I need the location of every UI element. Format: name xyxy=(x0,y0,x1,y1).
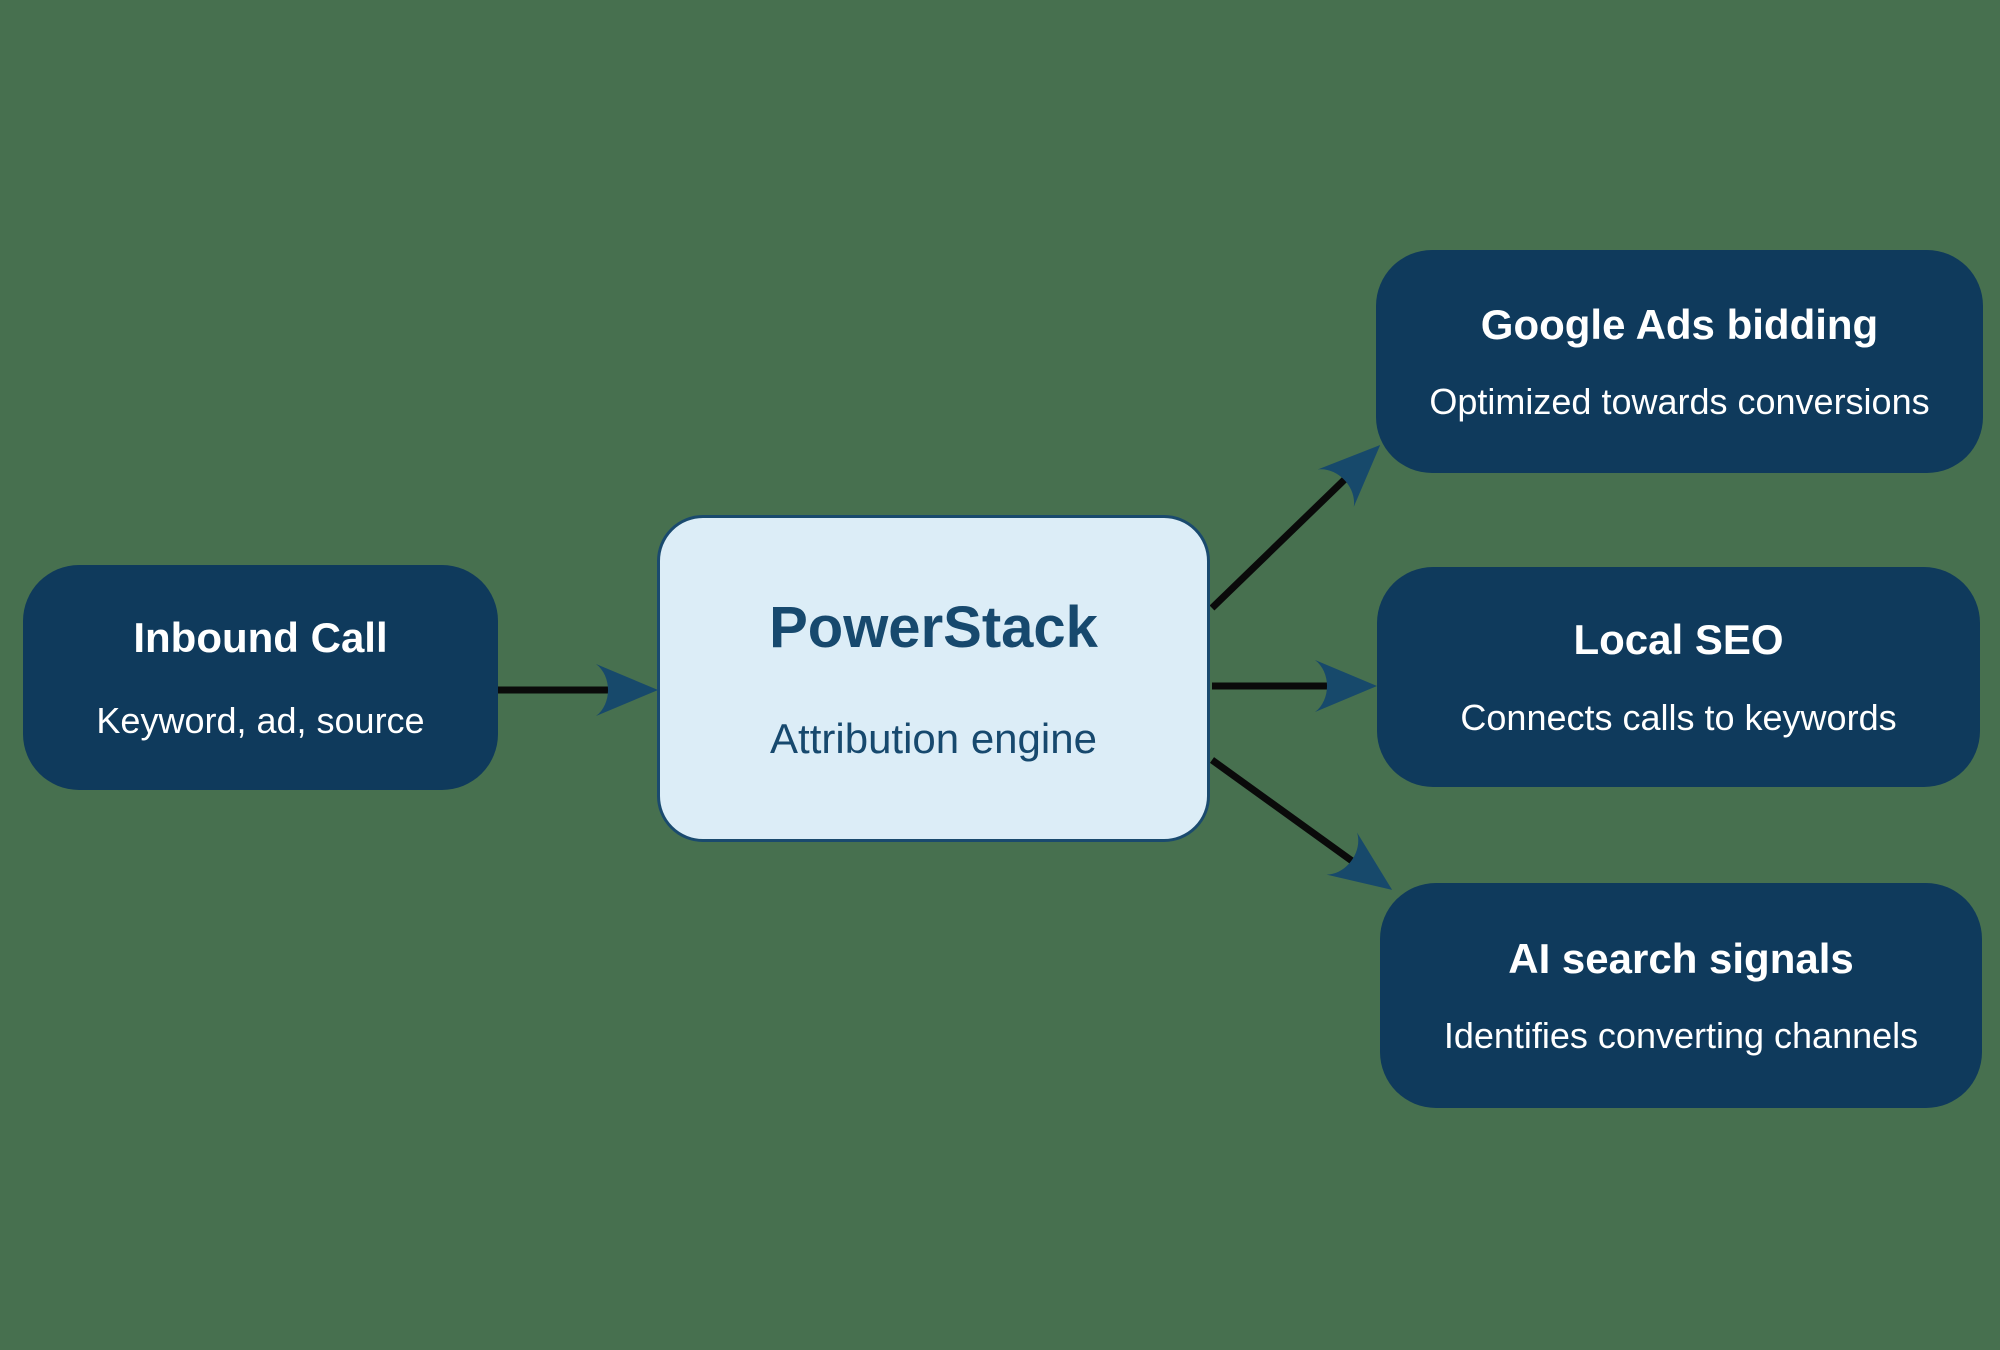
google-ads-subtitle: Optimized towards conversions xyxy=(1429,381,1930,423)
local-seo-title: Local SEO xyxy=(1573,616,1784,664)
node-ai-search-signals: AI search signals Identifies converting … xyxy=(1380,883,1982,1108)
google-ads-title: Google Ads bidding xyxy=(1480,300,1879,348)
ai-search-title: AI search signals xyxy=(1508,934,1854,982)
inbound-call-subtitle: Keyword, ad, source xyxy=(96,700,425,742)
inbound-call-title: Inbound Call xyxy=(133,613,388,661)
node-inbound-call: Inbound Call Keyword, ad, source xyxy=(23,565,498,790)
ai-search-subtitle: Identifies converting channels xyxy=(1443,1015,1919,1057)
node-powerstack: PowerStack Attribution engine xyxy=(657,515,1210,842)
local-seo-subtitle: Connects calls to keywords xyxy=(1460,696,1897,738)
node-local-seo: Local SEO Connects calls to keywords xyxy=(1377,567,1980,787)
powerstack-subtitle: Attribution engine xyxy=(770,715,1097,763)
node-google-ads-bidding: Google Ads bidding Optimized towards con… xyxy=(1376,250,1983,473)
arrow-engine-to-ai-search xyxy=(1209,757,1393,890)
powerstack-title: PowerStack xyxy=(769,594,1098,660)
arrow-engine-to-google-ads xyxy=(1209,445,1381,611)
